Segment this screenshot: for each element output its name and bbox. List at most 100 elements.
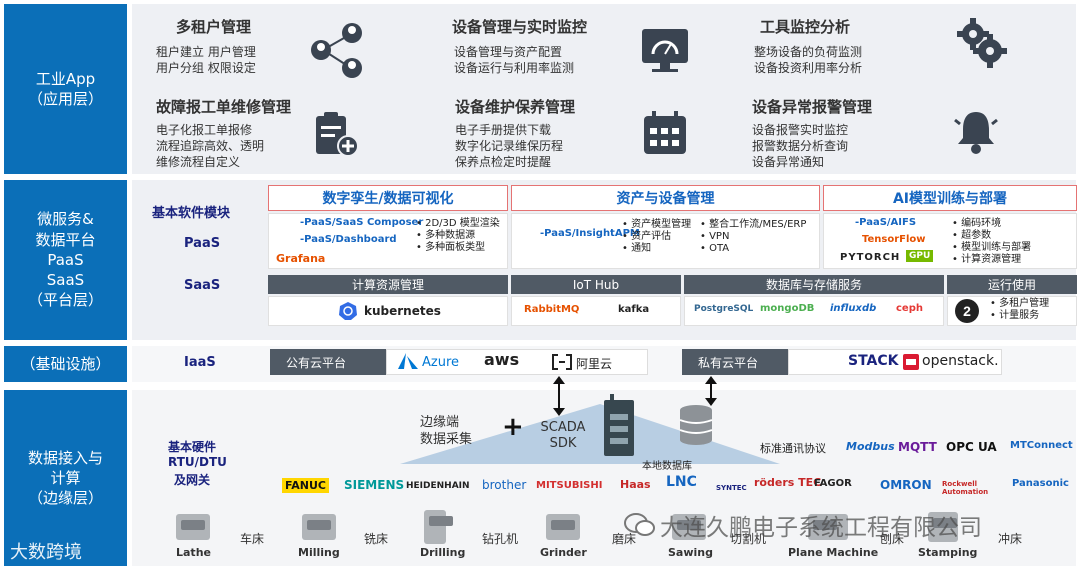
asset-bullets-1: • 资产模型管理 • 资产评估 • 通知 [622,219,692,254]
mqtt-logo: MQTT [898,440,937,454]
saas-label: SaaS [184,278,221,293]
stack-logo: STACK [848,353,899,369]
milling-icon [302,514,336,540]
machine-lathe: Lathe [176,546,211,559]
private-cloud-bar: 私有云平台 [682,349,788,375]
aliyun-icon [552,354,572,370]
machine-sawing: Sawing [668,546,713,559]
svg-text:2: 2 [963,303,971,319]
tensorflow-logo: TensorFlow [862,234,926,245]
asset-bullets-2: • 整合工作流/MES/ERP • VPN • OTA [700,219,807,254]
app-lines-tenant: 租户建立 用户管理 用户分组 权限设定 [156,45,256,75]
bell-icon [954,112,998,154]
brand-roders: röders TEC [754,476,822,489]
layer-platform-label: 微服务& 数据平台 PaaS SaaS （平台层） [4,180,127,340]
grinder-icon [546,514,580,540]
brand-siemens: SIEMENS [344,478,405,492]
app-lines-tool: 整场设备的负荷监测 设备投资利用率分析 [754,45,863,75]
local-db-label: 本地数据库 [642,461,692,472]
iot-box [511,296,681,326]
ops-bullets: • 多租户管理 • 计量服务 [990,298,1050,321]
scada-sdk-label: SCADA SDK [540,420,586,451]
brand-mitsubishi: MITSUBISHI [536,480,603,491]
brand-heidenhain: HEIDENHAIN [406,481,470,491]
public-cloud-logos [386,349,648,375]
app-title-device: 设备管理与实时监控 [452,18,588,36]
subheader-iot-hub: IoT Hub [511,275,681,294]
rtu-dtu-label: RTU/DTU [168,455,227,469]
machine-grinder: Grinder [540,546,587,559]
brand-fagor: FAGOR [814,478,852,489]
header-digital-twin: 数字孪生/数据可视化 [268,185,508,211]
gears-icon [957,18,1007,68]
arrow-private-cloud [705,376,717,406]
machine-milling: Milling [298,546,340,559]
paas-label: PaaS [184,236,221,251]
wechat-icon [624,513,655,536]
mtconnect-logo: MTConnect [1010,440,1073,451]
header-ai-model: AI模型训练与部署 [823,185,1077,211]
stamping-icon [928,512,958,542]
arrow-public-cloud [553,376,565,416]
protocol-label: 标准通讯协议 [760,442,826,455]
app-layer-panel [132,4,1076,174]
brand-brother: brother [482,478,527,492]
openstack-icon [903,354,919,370]
basic-hardware-label: 基本硬件 [168,440,217,454]
iaas-label: IaaS [184,355,216,370]
app-lines-device: 设备管理与资产配置 设备运行与利用率监测 [454,45,575,75]
subheader-compute: 计算资源管理 [268,275,508,294]
edge-triangle [400,404,780,464]
drilling-icon [424,510,453,544]
machine-drilling: Drilling [420,546,466,559]
sawing-icon [672,514,706,540]
tag-aifs: -PaaS/AIFS [855,217,917,228]
public-cloud-bar: 公有云平台 [270,349,386,375]
app-title-alarm: 设备异常报警管理 [752,98,873,116]
ops-badge-icon: 2 [955,299,979,323]
azure-logo: Azure [422,355,460,370]
aliyun-logo: 阿里云 [576,357,613,371]
lathe-icon [176,514,210,540]
tag-composer: -PaaS/SaaS Composer [300,217,424,228]
opcua-logo: OPC UA [946,440,997,454]
kafka-logo: kafka [618,304,650,315]
ceph-logo: ceph [896,303,923,314]
subheader-ops: 运行使用 [947,275,1077,294]
machine-sawing-cn: 切割机 [730,532,767,546]
app-lines-maintenance: 电子手册提供下载 数字化记录维保历程 保养点检定时提醒 [455,123,564,169]
layer-app-label: 工业App （应用层） [4,4,127,174]
app-lines-alarm: 设备报警实时监控 报警数据分析查询 设备异常通知 [752,123,849,169]
tag-dashboard: -PaaS/Dashboard [300,234,397,245]
machine-lathe-cn: 车床 [240,532,265,546]
asset-box [511,213,820,269]
machine-drilling-cn: 钻孔机 [482,532,519,546]
brand-fanuc: FANUC [282,478,329,493]
machine-stamping: Stamping [918,546,978,559]
basic-software-module-label: 基本软件模块 [152,206,231,221]
brand-haas: Haas [620,478,651,491]
brand-omron: OMRON [880,478,932,492]
twin-bullets: • 2D/3D 模型渲染 • 多种数据源 • 多种面板类型 [416,218,500,253]
clipboard-plus-icon [316,112,359,157]
app-lines-fault: 电子化报工单报修 流程追踪高效、透明 维修流程自定义 [156,123,265,169]
app-title-maintenance: 设备维护保养管理 [455,98,576,116]
azure-icon [398,353,418,369]
machine-milling-cn: 铣床 [364,532,389,546]
rabbitmq-logo: RabbitMQ [524,304,580,315]
tag-insightapm: -PaaS/InsightAPM [540,228,640,239]
subheader-database: 数据库与存储服务 [684,275,944,294]
layer-infra-label: （基础设施） [4,346,127,382]
app-title-fault: 故障报工单维修管理 [156,98,292,116]
brand-panasonic: Panasonic [1012,478,1069,489]
twin-box [268,213,508,269]
users-network-icon [311,23,362,78]
brand-rockwell: Rockwell Automation [942,480,989,496]
calendar-icon [644,111,686,154]
machine-stamping-cn: 冲床 [998,532,1023,546]
kubernetes-logo: kubernetes [364,304,441,318]
header-asset-device: 资产与设备管理 [511,185,820,211]
db-box [684,296,944,326]
plus-sign: + [502,412,524,442]
source-watermark: 大数跨境 [10,542,82,563]
